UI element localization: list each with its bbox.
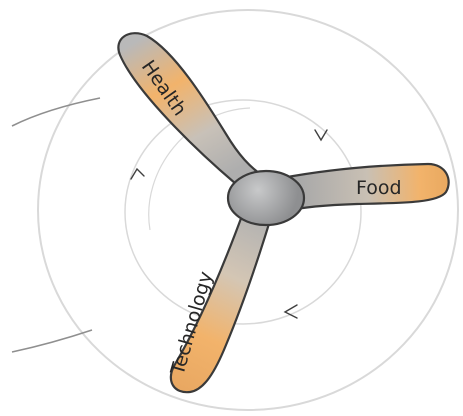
propeller-icon: Health Food Technology <box>118 33 448 392</box>
blade-technology: Technology <box>166 213 272 392</box>
outer-swoosh-left-bottom <box>12 330 92 352</box>
blade-food: Food <box>282 164 449 211</box>
propeller-hub <box>228 171 304 225</box>
outer-swoosh-left-top <box>12 98 100 126</box>
blade-label-food: Food <box>356 177 402 199</box>
